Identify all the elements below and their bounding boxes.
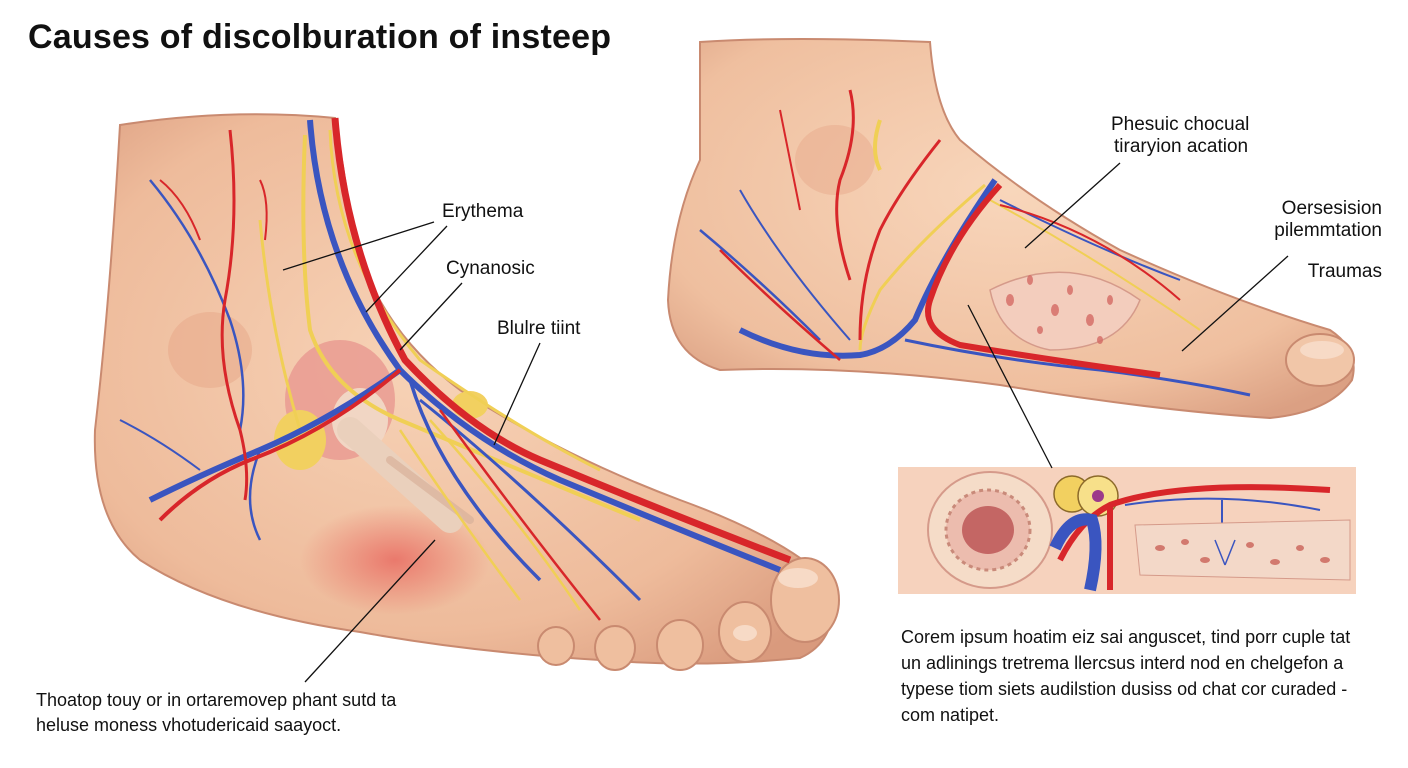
page-title: Causes of discolburation of insteep xyxy=(28,18,611,57)
caption-right: Corem ipsum hoatim eiz sai anguscet, tin… xyxy=(901,624,1350,728)
caption-right-line1: Corem ipsum hoatim eiz sai anguscet, tin… xyxy=(901,624,1350,650)
caption-left: Thoatop touy or in ortaremovep phant sut… xyxy=(36,688,396,738)
label-blue-tint: Blulre tiint xyxy=(497,318,580,340)
label-phesuic-line2: tiraryion acation xyxy=(1114,136,1248,158)
right-foot xyxy=(668,39,1354,418)
cross-section-inset xyxy=(898,467,1356,594)
caption-left-line1: Thoatop touy or in ortaremovep phant sut… xyxy=(36,688,396,713)
label-oersesision-line1: Oersesision xyxy=(1282,198,1382,220)
label-traumas: Traumas xyxy=(1308,261,1382,283)
label-cyanosic: Cynanosic xyxy=(446,258,535,280)
caption-right-line4: com natipet. xyxy=(901,702,1350,728)
label-oersesision-line2: pilemmtation xyxy=(1274,220,1382,242)
label-erythema: Erythema xyxy=(442,201,523,223)
caption-right-line3: typese tiom siets audilstion dusiss od c… xyxy=(901,676,1350,702)
caption-left-line2: heluse moness vhotudericaid saayoct. xyxy=(36,713,396,738)
caption-right-line2: un adlinings tretrema llercsus interd no… xyxy=(901,650,1350,676)
label-phesuic-line1: Phesuic chocual xyxy=(1111,114,1249,136)
